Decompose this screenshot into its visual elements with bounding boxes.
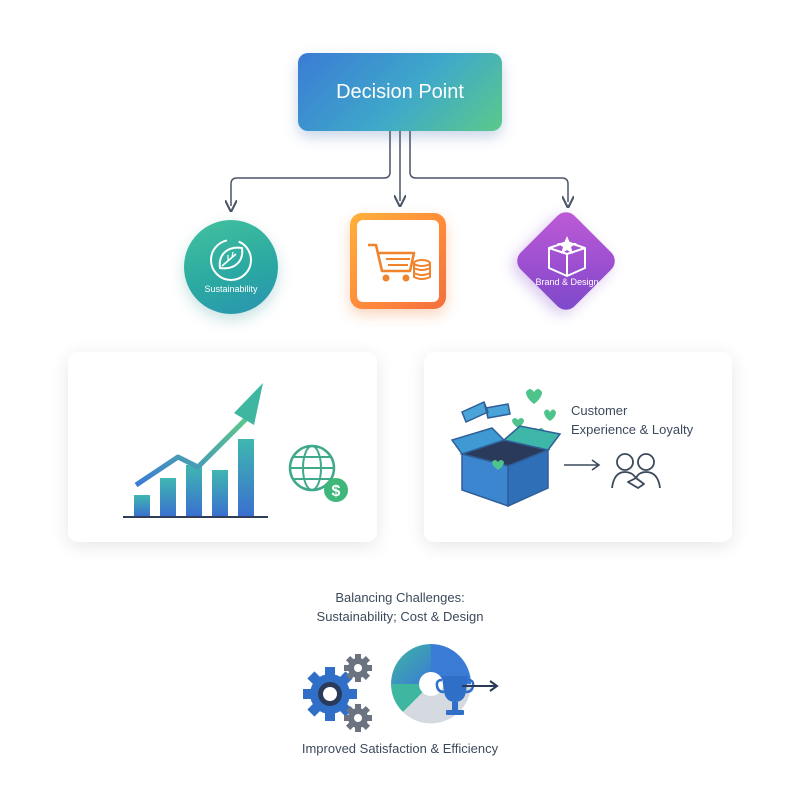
svg-text:$: $ <box>332 483 341 500</box>
leaf-icon <box>210 239 252 281</box>
people-handshake-icon <box>611 453 661 489</box>
gears-icon <box>303 654 372 732</box>
small-gear-top <box>344 654 372 682</box>
customer-label-line1: Customer <box>571 403 628 418</box>
cost-node <box>350 213 446 309</box>
growth-card: $ <box>68 352 377 542</box>
customer-card <box>424 352 732 542</box>
arrow-right-icon <box>564 459 601 471</box>
decision-point-label: Decision Point <box>336 80 464 103</box>
pie-slice-blue <box>431 644 471 684</box>
customer-label-line2: Experience & Loyalty <box>571 422 694 437</box>
balance-line2: Sustainability; Cost & Design <box>316 609 484 624</box>
customer-experience-label: Customer Experience & Loyalty <box>571 401 693 439</box>
bar-chart-growth-icon <box>123 383 268 518</box>
trophy-arrow <box>462 680 499 692</box>
brand-design-label: Brand & Design <box>535 277 599 287</box>
pie-slice-teal <box>391 684 431 712</box>
improved-satisfaction-label: Improved Satisfaction & Efficiency <box>301 741 499 756</box>
trophy-icon <box>435 676 499 715</box>
decision-point-box: Decision Point <box>298 53 502 131</box>
small-gear-bottom <box>344 704 372 732</box>
connector-right <box>409 131 568 202</box>
balancing-challenges-text: Balancing Challenges: Sustainability; Co… <box>250 588 550 626</box>
sustainability-label: Sustainability <box>204 284 258 294</box>
connector-left <box>231 131 391 206</box>
cart-coins-icon <box>368 243 431 282</box>
large-gear <box>303 667 357 721</box>
gift-box-star-icon <box>548 236 586 277</box>
globe-dollar-icon: $ <box>288 444 348 502</box>
sustainability-node: Sustainability <box>184 220 278 314</box>
open-gift-box-hearts-icon <box>450 389 562 508</box>
pie-slice-gradient <box>391 644 431 684</box>
balance-line1: Balancing Challenges: <box>335 590 465 605</box>
